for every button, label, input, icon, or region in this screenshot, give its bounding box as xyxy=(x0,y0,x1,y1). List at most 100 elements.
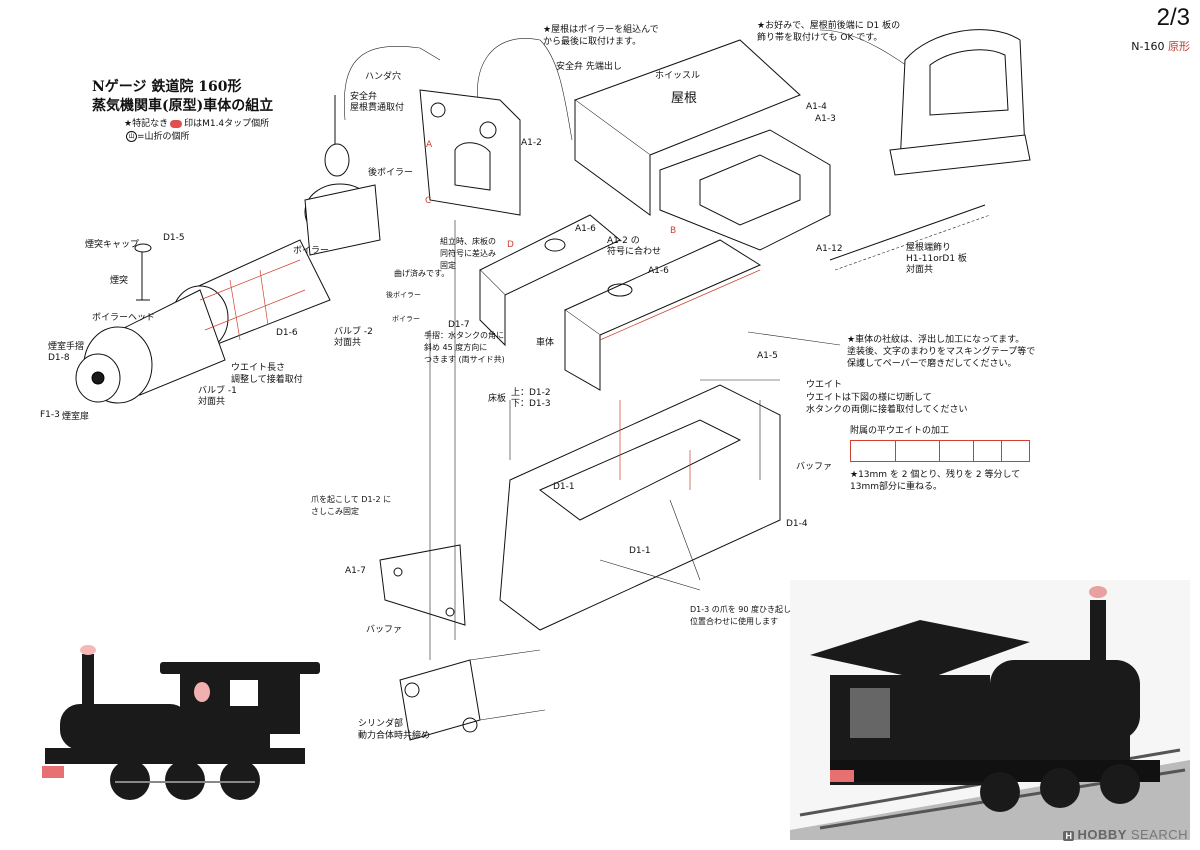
fold-legend: 山=山折の個所 xyxy=(126,131,190,143)
rear-cab-panel xyxy=(889,29,1031,176)
cylinder-block xyxy=(399,649,546,741)
label-smokebox-rail: 煙室手摺 D1-8 xyxy=(48,342,85,363)
label-buffer: バッファ xyxy=(796,462,833,472)
floor-plate xyxy=(379,384,781,631)
note-roof-band: ★お好みで、屋根前後端に D1 板の 飾り帯を取付けても OK です。 xyxy=(757,21,901,43)
weight-strip-cut-3 xyxy=(973,441,974,461)
label-a1-7: A1-7 xyxy=(345,566,366,576)
marker-b: B xyxy=(670,226,677,236)
model-code: N-160 原形 xyxy=(1131,38,1190,54)
label-d1-1-b: D1-1 xyxy=(629,546,651,556)
label-a1-5: A1-5 xyxy=(757,351,778,361)
label-safety-tip: 安全弁 先端出し xyxy=(556,62,622,72)
model-code-suffix: 原形 xyxy=(1168,40,1190,53)
marker-c: C xyxy=(425,196,432,206)
label-d1-4: D1-4 xyxy=(786,519,808,529)
tap-mark-icon xyxy=(170,119,183,128)
note-weight-13mm: ★13mm を 2 個とり、残りを 2 等分して 13mm部分に重ねる。 xyxy=(850,470,1021,492)
label-boiler: ボイラー xyxy=(293,246,330,256)
title-line-1: Nゲージ 鉄道院 160形 xyxy=(92,79,242,95)
label-weight: ウエイト xyxy=(806,380,843,390)
tap-legend: ★特記なき 印はM1.4タップ個所 xyxy=(124,118,269,130)
label-rear-boiler: 後ボイラー xyxy=(368,168,414,178)
watermark-search: SEARCH xyxy=(1130,827,1188,842)
label-f1-3: F1-3 xyxy=(40,410,60,420)
label-valve1: バルブ -1 対面共 xyxy=(198,386,237,407)
fold-mark-icon: 山 xyxy=(126,131,137,142)
title-line-2: 蒸気機関車(原型)車体の組立 xyxy=(92,98,274,114)
guide-arc-safety-valve xyxy=(343,46,421,121)
side-tank-left xyxy=(479,214,621,347)
note-claw-insert: 爪を起こして D1-2 に さしこみ固定 xyxy=(311,495,392,516)
label-d1-5: D1-5 xyxy=(163,233,185,243)
label-body: 車体 xyxy=(536,338,555,348)
note-handrail: 手摺：水タンクの角に 斜め 45 度方向に つきます (両サイド共) xyxy=(424,331,505,364)
weight-strip-cut-2 xyxy=(939,441,940,461)
label-a1-4: A1-4 xyxy=(806,102,827,112)
weight-strip-cut-4 xyxy=(1001,441,1002,461)
label-d1-6: D1-6 xyxy=(276,328,298,338)
weight-strip-diagram xyxy=(850,440,1030,462)
note-cylinder: シリンダ部 動力合体時共締め xyxy=(358,719,431,741)
label-boiler-head: ボイラーヘッド xyxy=(92,313,156,323)
label-a1-12: A1-12 xyxy=(816,244,843,254)
label-safety-valve: 安全弁 屋根貫通取付 xyxy=(350,92,405,113)
label-a1-6: A1-6 xyxy=(575,224,596,234)
label-d1-1: D1-1 xyxy=(553,482,575,492)
label-d1-7: D1-7 xyxy=(448,320,470,330)
note-weight-length: ウエイト長さ 調整して接着取付 xyxy=(231,363,303,385)
note-weight-cut: ウエイトは下図の様に切断して 水タンクの両側に接着取付してください xyxy=(806,393,968,415)
label-smokebox-door: 煙室扉 xyxy=(62,412,90,422)
tap-legend-prefix: ★特記なき xyxy=(124,119,169,129)
weight-strip-cut-1 xyxy=(895,441,896,461)
marker-d: D xyxy=(507,240,514,250)
watermark-logo-icon: H xyxy=(1063,831,1075,841)
diagram-title: Nゲージ 鉄道院 160形 蒸気機関車(原型)車体の組立 xyxy=(92,78,273,116)
note-assembly-board: 組立時、床板の 同符号に差込み 固定 xyxy=(440,237,496,270)
fold-legend-text: =山折の個所 xyxy=(137,132,190,142)
guide-arc-cab xyxy=(477,38,573,141)
label-a1-6-b: A1-6 xyxy=(648,266,669,276)
boiler-assembly xyxy=(75,95,381,404)
loco-perspective-illustration xyxy=(790,586,1190,840)
label-boiler-small: ボイラー xyxy=(392,315,420,323)
leader-red-markers xyxy=(619,400,691,490)
note-emblem: ★車体の社紋は、浮出し加工になってます。 塗装後、文字のまわりをマスキングテープ… xyxy=(847,335,1036,369)
label-chimney: 煙突 xyxy=(110,276,129,286)
roof-part xyxy=(573,39,801,216)
watermark-brand: HOBBY xyxy=(1077,827,1127,842)
leader-vertical xyxy=(429,220,511,660)
label-floor: 床板 xyxy=(488,394,507,404)
label-roof-edge: 屋根端飾り H1-11orD1 板 対面共 xyxy=(906,243,967,275)
label-a1-3: A1-3 xyxy=(815,114,836,124)
leader-claw xyxy=(599,499,701,591)
photo-loco-side xyxy=(30,640,330,810)
label-a1-2: A1-2 xyxy=(521,138,542,148)
note-bend: 曲げ済みです。 xyxy=(394,269,450,278)
label-rear-boiler-small: 後ボイラー xyxy=(386,291,421,299)
guide-arc-tip xyxy=(419,47,441,61)
tap-legend-suffix: 印はM1.4タップ個所 xyxy=(184,119,270,129)
loco-side-illustration xyxy=(42,645,320,800)
roof-edge-strip-dash xyxy=(834,214,991,271)
label-handa-hole: ハンダ穴 xyxy=(365,72,402,82)
label-buffer-2: バッファ xyxy=(366,625,403,635)
label-a1-2-mark: A1-2 の 符号に合わせ xyxy=(607,236,662,257)
label-top-d12: 上：D1-2 下：D1-3 xyxy=(511,388,551,409)
roof-edge-strip xyxy=(829,204,986,261)
marker-a: A xyxy=(426,140,433,150)
model-code-number: N-160 xyxy=(1131,40,1165,53)
label-whistle: ホイッスル xyxy=(655,71,701,81)
page-number: 2/3 xyxy=(1156,4,1190,31)
note-weight-process: 附属の平ウエイトの加工 xyxy=(850,426,950,436)
note-claw-d13: D1-3 の爪を 90 度ひき起して 位置合わせに使用します xyxy=(690,605,799,626)
cab-front-plate xyxy=(419,89,521,216)
side-tank-right xyxy=(564,239,762,391)
leader-weight xyxy=(700,331,841,480)
cab-body xyxy=(659,129,831,251)
label-valve2: バルブ -2 対面共 xyxy=(334,327,373,348)
label-roof: 屋根 xyxy=(671,91,698,106)
photo-loco-perspective xyxy=(790,580,1190,840)
